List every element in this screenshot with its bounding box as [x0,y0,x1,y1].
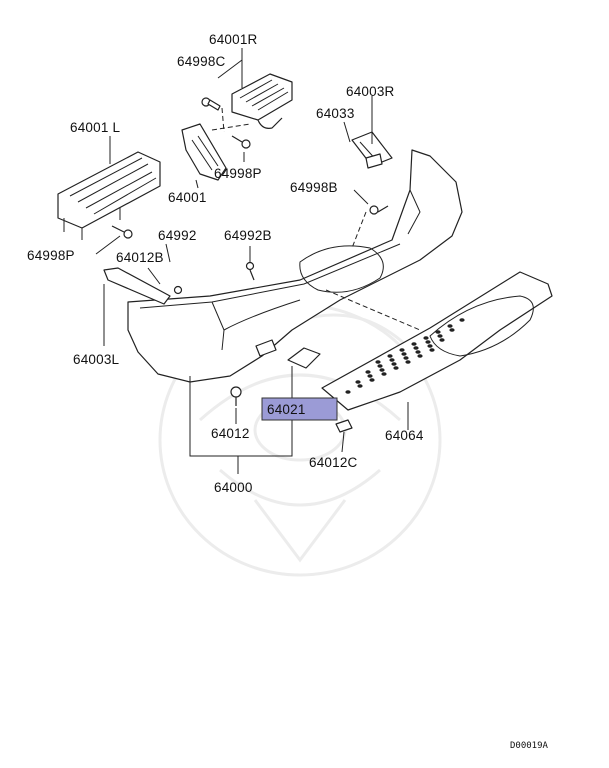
panel-hole [415,350,421,354]
bumper-cover-64000 [127,149,463,383]
moulding-64003l [103,267,171,305]
callout-64998p-top: 64998P [214,166,262,181]
panel-hole [405,360,411,364]
panel-hole [389,358,395,362]
callout-64998b: 64998B [290,180,338,195]
panel-hole [401,352,407,356]
callout-64001: 64001 [168,190,207,205]
callout-64021: 64021 [267,402,306,417]
callout-64003l: 64003L [73,352,120,367]
assembly-lines [211,107,421,331]
callout-64001l: 64001 L [70,120,120,135]
callout-64012b: 64012B [116,250,164,265]
drawing-code: D00019A [510,741,549,751]
callout-64001r: 64001R [209,32,258,47]
highlight-box [261,397,338,421]
panel-hole [437,334,443,338]
panel-hole [379,368,385,372]
panel-hole [365,370,371,374]
panel-hole [357,384,363,388]
callout-64998c: 64998C [177,54,226,69]
panel-hole [345,390,351,394]
panel-hole [449,328,455,332]
panel-hole [391,362,397,366]
callout-64003r: 64003R [346,84,395,99]
bracket-64001 [181,123,227,181]
callout-64012c: 64012C [309,455,358,470]
callout-64033: 64033 [316,106,355,121]
panel-holes [345,318,465,394]
panel-hole [459,318,465,322]
panel-hole [367,374,373,378]
callout-64000: 64000 [214,480,253,495]
panel-hole [427,344,433,348]
panel-hole [403,356,409,360]
panel-hole [413,346,419,350]
panel-hole [447,324,453,328]
panel-hole [387,354,393,358]
panel-hole [377,364,383,368]
callout-64992: 64992 [158,228,197,243]
panel-hole [375,360,381,364]
callout-labels: 64001R 64998C 64003R 64033 64001 L 64998… [27,32,424,495]
panel-hole [381,372,387,376]
panel-hole [423,336,429,340]
callout-64992b: 64992B [224,228,272,243]
callout-64998p-left: 64998P [27,248,75,263]
fastener-bolts [111,97,389,433]
cap-64021 [287,347,321,369]
panel-hole [399,348,405,352]
panel-hole [417,354,423,358]
panel-hole [429,348,435,352]
callout-64064: 64064 [385,428,424,443]
bracket-64001l [57,151,161,240]
panel-hole [435,330,441,334]
panel-hole [411,342,417,346]
lower-panel-64064 [321,271,553,411]
panel-hole [369,378,375,382]
panel-hole [393,366,399,370]
callout-64012: 64012 [211,426,250,441]
bracket-64001r [231,73,293,129]
panel-hole [439,338,445,342]
panel-hole [425,340,431,344]
panel-hole [355,380,361,384]
